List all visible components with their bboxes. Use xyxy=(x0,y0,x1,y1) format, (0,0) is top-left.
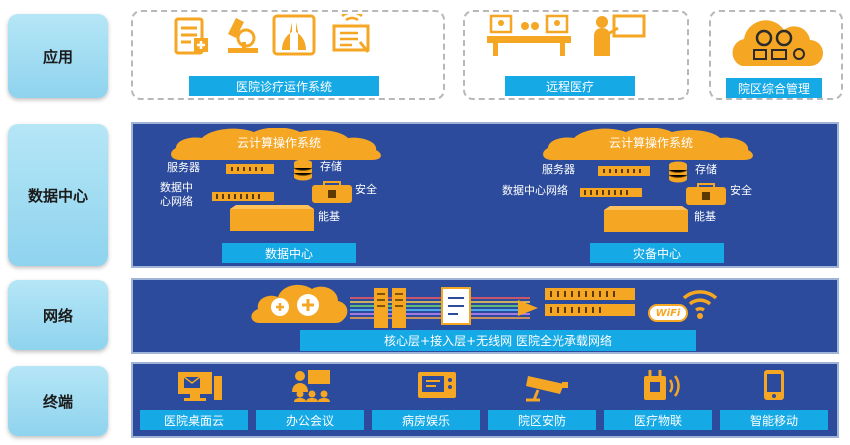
fiber-optic-lines-icon xyxy=(350,287,538,328)
dc-right-network-label: 数据中心网络 xyxy=(502,184,568,197)
network-cloud-icon xyxy=(251,284,348,323)
layer-datacenter: 数据中心 xyxy=(8,124,108,266)
terminal-item-desktop-cloud: 医院桌面云 xyxy=(140,410,248,430)
terminal-item-campus-security: 院区安防 xyxy=(488,410,596,430)
network-switch-icon xyxy=(212,192,274,201)
cloud-os-right-label: 云计算操作系统 xyxy=(608,136,693,150)
optical-switch-icon xyxy=(545,288,635,316)
dc-left-label: 数据中心 xyxy=(222,243,356,263)
dc-left-security-label: 安全 xyxy=(355,183,377,196)
dc-left-energy-label: 能基 xyxy=(318,210,340,223)
storage-icon xyxy=(293,159,313,181)
layer-terminal: 终端 xyxy=(8,366,108,436)
meeting-icon xyxy=(292,370,330,402)
cloud-os-right-cloud xyxy=(543,128,753,160)
terminal-panel xyxy=(131,362,839,438)
dc-right-label: 灾备中心 xyxy=(590,243,724,263)
cloud-os-left-cloud xyxy=(171,128,381,160)
security-camera-icon xyxy=(526,376,568,402)
document-icon xyxy=(174,17,208,55)
terminal-item-smart-mobile: 智能移动 xyxy=(720,410,828,430)
wifi-icon xyxy=(682,290,718,319)
microscope-icon xyxy=(228,18,258,53)
tv-entertainment-icon xyxy=(418,372,456,398)
dc-right-storage-label: 存储 xyxy=(695,163,717,176)
medical-record-icon xyxy=(332,14,370,53)
energy-base-icon xyxy=(604,206,688,232)
dc-right-energy-label: 能基 xyxy=(694,210,716,223)
dc-left-network-label: 数据中 心网络 xyxy=(160,181,193,208)
lungs-xray-icon xyxy=(272,14,316,56)
app-hospital-system-label: 医院诊疗运作系统 xyxy=(189,76,379,96)
server-icon xyxy=(226,164,274,174)
security-icon xyxy=(312,181,352,203)
dc-left-server-label: 服务器 xyxy=(167,161,200,174)
telemedicine-doctors-icon xyxy=(487,14,571,56)
energy-base-icon xyxy=(230,205,314,231)
campus-management-icon xyxy=(732,20,823,66)
layer-app-label: 应用 xyxy=(42,47,73,66)
server-icon xyxy=(598,166,650,176)
network-label: 核心层+接入层+无线网 医院全光承载网络 xyxy=(300,330,696,351)
cloud-os-left-label: 云计算操作系统 xyxy=(236,136,321,150)
wifi-badge: WiFi xyxy=(648,304,688,322)
app-telemedicine-label: 远程医疗 xyxy=(505,76,635,96)
layer-terminal-label: 终端 xyxy=(42,392,73,411)
dc-right-security-label: 安全 xyxy=(730,184,752,197)
wifi-badge-text: WiFi xyxy=(655,307,681,319)
dc-right-server-label: 服务器 xyxy=(542,163,575,176)
presenter-board-icon xyxy=(594,14,646,56)
desktop-cloud-icon xyxy=(178,372,222,401)
security-icon xyxy=(686,183,726,205)
iot-device-icon xyxy=(644,370,680,400)
terminal-item-office-meeting: 办公会议 xyxy=(256,410,364,430)
layer-network: 网络 xyxy=(8,280,108,350)
app-campus-management-label: 院区综合管理 xyxy=(726,78,822,98)
smartphone-icon xyxy=(764,370,784,400)
dc-left-storage-label: 存储 xyxy=(320,160,342,173)
storage-icon xyxy=(668,161,688,183)
layer-app: 应用 xyxy=(8,14,108,98)
layer-datacenter-label: 数据中心 xyxy=(27,186,88,205)
terminal-item-medical-iot: 医疗物联 xyxy=(604,410,712,430)
network-switch-icon xyxy=(580,188,642,197)
terminal-item-ward-entertainment: 病房娱乐 xyxy=(372,410,480,430)
layer-network-label: 网络 xyxy=(42,306,73,325)
